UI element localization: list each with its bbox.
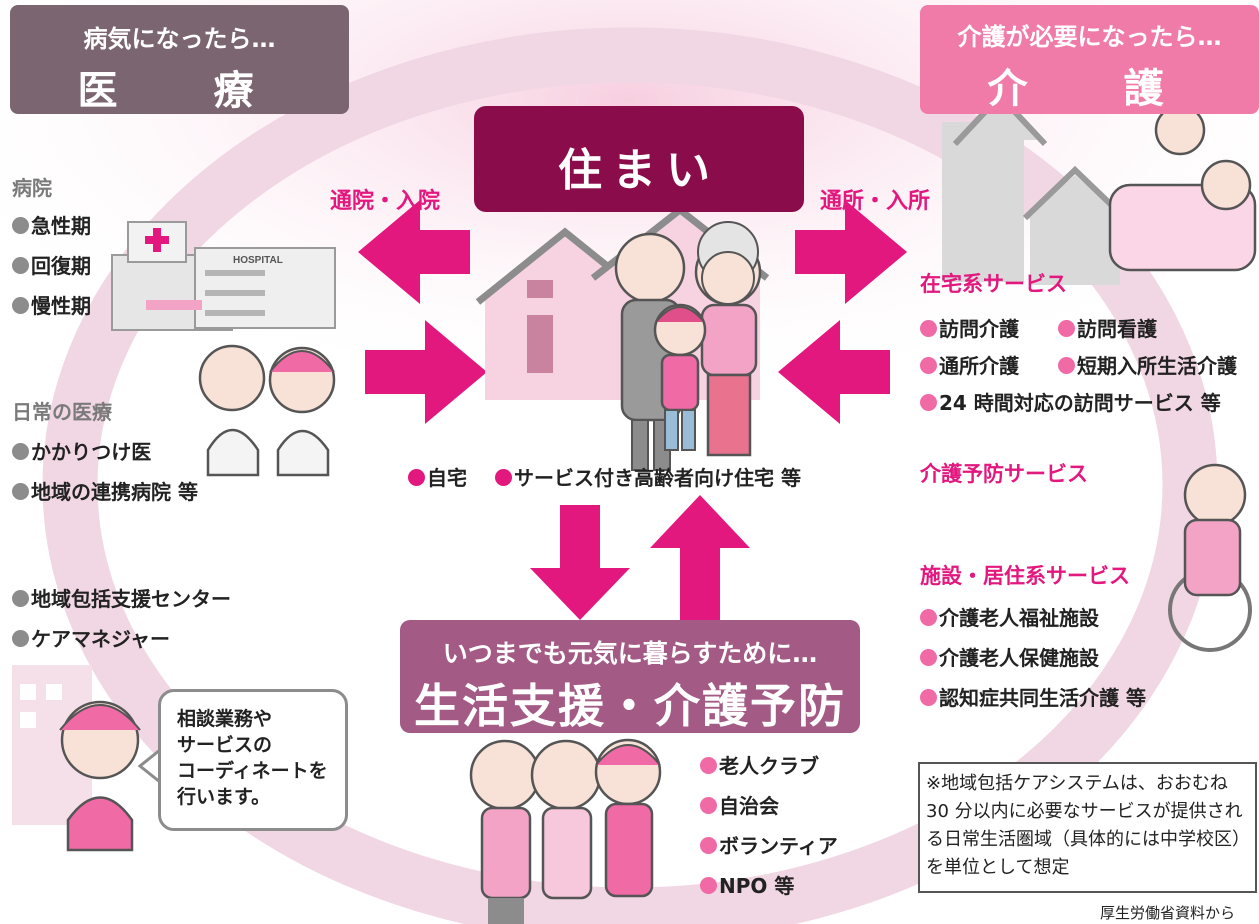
bullet-dot bbox=[920, 649, 937, 666]
bullet-dot bbox=[12, 443, 29, 460]
sumai-title: 住まい bbox=[558, 145, 720, 196]
hospital-illustration bbox=[111, 221, 336, 331]
kaigo-title: 介 護 bbox=[987, 66, 1192, 112]
bullet-dot bbox=[920, 689, 937, 706]
iryo-title: 医 療 bbox=[77, 68, 282, 114]
kaigo-header: 介護が必要になったら… 介 護 bbox=[920, 5, 1259, 114]
doctor-nurse-illustration bbox=[198, 344, 336, 477]
community-item-npo: NPO 等 bbox=[700, 870, 794, 899]
home-service-24h: 24 時間対応の訪問サービス 等 bbox=[920, 387, 1221, 416]
care-facility-illustration bbox=[942, 91, 1257, 285]
daily-care-heading: 日常の医療 bbox=[12, 400, 112, 424]
speech-line: 相談業務や bbox=[177, 708, 273, 730]
bullet-dot bbox=[408, 469, 425, 486]
bullet-dot bbox=[495, 469, 512, 486]
community-item-club: 老人クラブ bbox=[700, 750, 819, 779]
bullet-dot bbox=[920, 357, 937, 374]
speech-line: コーディネートを bbox=[177, 760, 328, 782]
community-item-volunteer: ボランティア bbox=[700, 830, 838, 859]
speech-line: サービスの bbox=[177, 734, 273, 756]
bullet-dot bbox=[1058, 357, 1075, 374]
housing-item-service-housing: サービス付き高齢者向け住宅 等 bbox=[495, 462, 801, 491]
bullet-dot bbox=[700, 837, 717, 854]
hospital-heading: 病院 bbox=[12, 176, 52, 200]
seikatsu-title: 生活支援・介護予防 bbox=[414, 679, 846, 733]
kaigo-subtitle: 介護が必要になったら… bbox=[957, 23, 1222, 51]
arrow-left-label: 通院・入院 bbox=[330, 189, 441, 214]
bullet-dot bbox=[920, 394, 937, 411]
housing-item-home: 自宅 bbox=[408, 462, 467, 491]
iryo-header: 病気になったら… 医 療 bbox=[10, 5, 349, 114]
arrow-from-iryo bbox=[365, 320, 487, 424]
home-service-visit-nursing: 訪問看護 bbox=[1058, 313, 1157, 342]
iryo-subtitle: 病気になったら… bbox=[83, 25, 276, 53]
hospital-item-acute: 急性期 bbox=[12, 210, 91, 239]
bullet-dot bbox=[920, 320, 937, 337]
note-box: ※地域包括ケアシステムは、おおむね 30 分以内に必要なサービスが提供される日常… bbox=[918, 762, 1257, 893]
daily-care-item-family-doctor: かかりつけ医 bbox=[12, 436, 151, 465]
bullet-dot bbox=[700, 797, 717, 814]
community-item-council: 自治会 bbox=[700, 790, 779, 819]
bullet-dot bbox=[12, 217, 29, 234]
bullet-dot bbox=[1058, 320, 1075, 337]
speech-line: 行います。 bbox=[177, 786, 271, 808]
bullet-dot bbox=[700, 877, 717, 894]
prevention-heading: 介護予防サービス bbox=[920, 462, 1088, 486]
facility-item-health: 介護老人保健施設 bbox=[920, 642, 1099, 671]
bullet-dot bbox=[700, 757, 717, 774]
sumai-header: 住まい bbox=[474, 106, 804, 212]
speech-bubble: 相談業務や サービスの コーディネートを 行います。 bbox=[158, 689, 348, 831]
arrow-down bbox=[530, 505, 630, 620]
seikatsu-subtitle: いつまでも元気に暮らすために… bbox=[442, 639, 818, 668]
facility-item-welfare: 介護老人福祉施設 bbox=[920, 602, 1099, 631]
bullet-dot bbox=[920, 609, 937, 626]
arrow-to-iryo bbox=[358, 200, 470, 304]
note-text: ※地域包括ケアシステムは、おおむね 30 分以内に必要なサービスが提供される日常… bbox=[926, 773, 1243, 878]
daily-care-item-partner-hospital: 地域の連携病院 等 bbox=[12, 476, 198, 505]
wheelchair-illustration bbox=[1168, 463, 1252, 652]
arrow-up bbox=[650, 495, 750, 620]
home-service-day-care: 通所介護 bbox=[920, 350, 1019, 379]
care-manager-illustration bbox=[12, 665, 141, 852]
hospital-sign: HOSPITAL bbox=[233, 255, 283, 266]
facility-item-dementia: 認知症共同生活介護 等 bbox=[920, 682, 1146, 711]
family-illustration bbox=[614, 221, 762, 471]
bullet-dot bbox=[12, 630, 29, 647]
community-illustration bbox=[469, 738, 662, 924]
bullet-dot bbox=[12, 257, 29, 274]
arrow-right-label: 通所・入所 bbox=[820, 189, 931, 214]
bullet-dot bbox=[12, 297, 29, 314]
facility-heading: 施設・居住系サービス bbox=[920, 564, 1130, 588]
hospital-item-recovery: 回復期 bbox=[12, 250, 91, 279]
bullet-dot bbox=[12, 590, 29, 607]
source-credit: 厚生労働省資料から bbox=[1100, 904, 1236, 922]
home-services-heading: 在宅系サービス bbox=[920, 272, 1067, 296]
support-item-center: 地域包括支援センター bbox=[12, 583, 231, 612]
bullet-dot bbox=[12, 483, 29, 500]
arrow-to-kaigo bbox=[795, 200, 907, 304]
support-item-care-manager: ケアマネジャー bbox=[12, 623, 170, 652]
seikatsu-header: いつまでも元気に暮らすために… 生活支援・介護予防 bbox=[400, 620, 860, 733]
home-service-visit-care: 訪問介護 bbox=[920, 313, 1019, 342]
hospital-item-chronic: 慢性期 bbox=[12, 290, 91, 319]
home-service-short-stay: 短期入所生活介護 bbox=[1058, 350, 1237, 379]
arrow-from-kaigo bbox=[778, 320, 890, 424]
